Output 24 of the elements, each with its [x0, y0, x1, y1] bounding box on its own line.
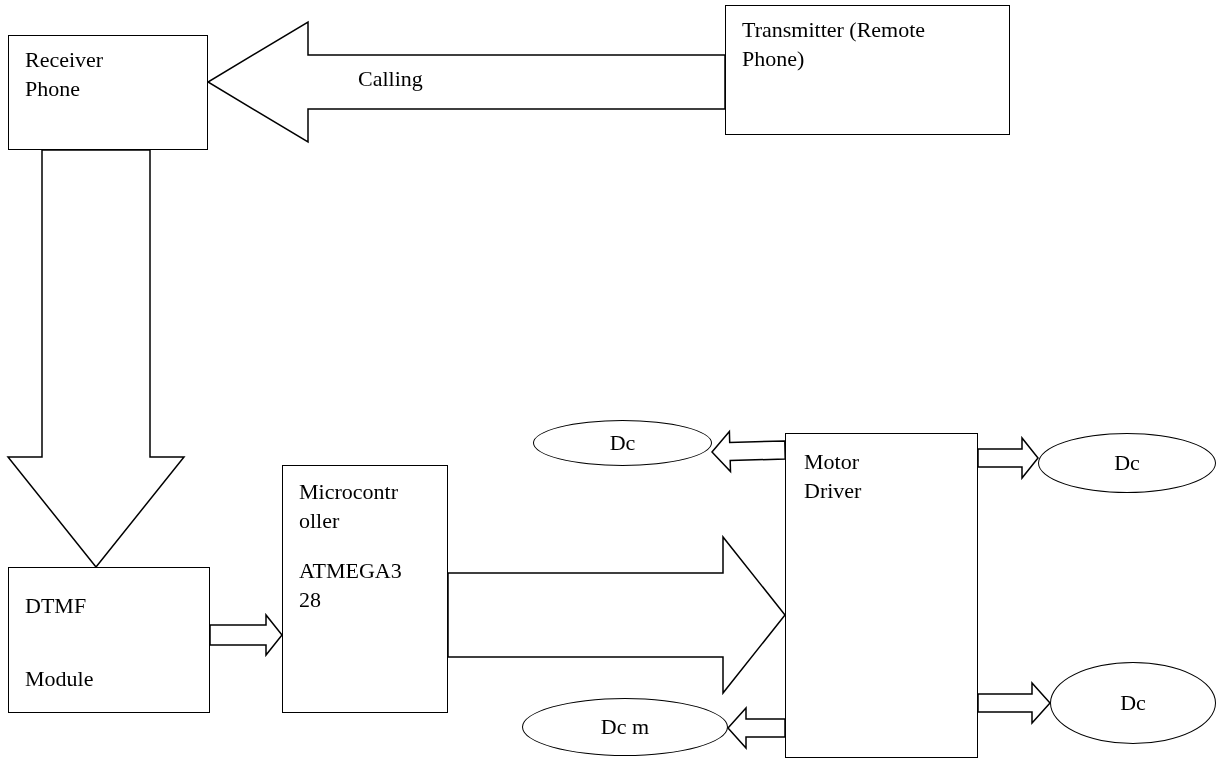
- process-box: [785, 433, 978, 758]
- block-arrow: [977, 435, 1039, 481]
- node-text: Dc: [1114, 448, 1140, 477]
- block-arrow: [447, 534, 786, 696]
- block-arrow: [977, 681, 1051, 725]
- node-text: Transmitter (Remote Phone): [742, 16, 927, 73]
- block-arrow: [209, 612, 283, 658]
- process-box: [725, 5, 1010, 135]
- process-box: [8, 35, 208, 150]
- node-text: Microcontroller: [299, 478, 399, 535]
- node-text: Receiver Phone: [25, 46, 105, 103]
- block-arrow: [6, 149, 186, 569]
- node-text: ATMEGA328: [299, 557, 403, 614]
- block-arrow: [727, 706, 786, 750]
- node-text: Dc: [609, 428, 636, 457]
- block-arrow: [711, 429, 786, 474]
- node-text: Motor Driver: [804, 448, 863, 505]
- process-box: [282, 465, 448, 713]
- node-text: Dc m: [600, 712, 650, 741]
- node-text: Dc: [1120, 688, 1146, 717]
- node-text: DTMF: [25, 592, 88, 620]
- process-box: [8, 567, 210, 713]
- block-arrow: [206, 20, 726, 144]
- node-text: Module: [25, 665, 95, 694]
